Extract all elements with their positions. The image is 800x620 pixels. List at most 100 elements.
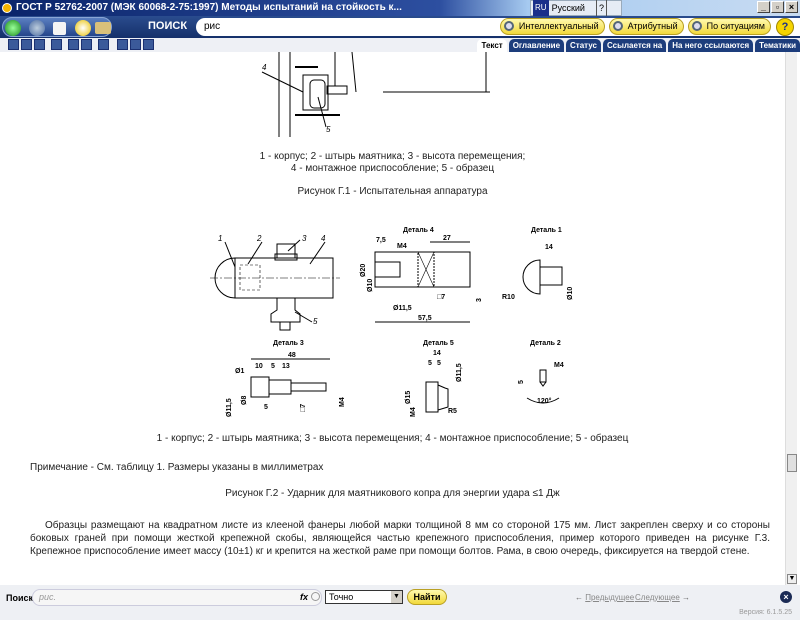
dim-label: 57,5: [418, 315, 432, 322]
archive-folder-icon[interactable]: [95, 22, 111, 34]
dim-label: R10: [502, 294, 515, 301]
dim-label: 5: [271, 363, 275, 370]
figure1-apparatus: 4 5: [261, 52, 490, 137]
assembly-label: 2: [256, 234, 262, 243]
arrow-left-icon: ←: [575, 593, 583, 602]
close-search-button[interactable]: ×: [780, 591, 792, 603]
magnifier-icon: [691, 21, 702, 31]
dim-label: 120°: [537, 397, 552, 405]
chevron-down-icon: ▼: [391, 591, 402, 603]
dim-label: Ø11,5: [456, 363, 463, 382]
dim-label: Ø11,5: [393, 305, 412, 312]
history-clock-icon[interactable]: [75, 20, 91, 36]
match-mode-select[interactable]: Точно▼: [325, 590, 403, 604]
nav-group: [2, 17, 112, 37]
language-bar[interactable]: RU Русский ?: [530, 0, 622, 17]
tab-topics[interactable]: Тематики: [755, 39, 800, 52]
assembly-label: 1: [218, 234, 222, 243]
assembly-label: 3: [302, 234, 307, 243]
dim-label: 14: [545, 244, 553, 251]
app-icon: [2, 3, 12, 13]
lang-name: Русский: [551, 3, 585, 13]
dim-label: Ø15: [405, 391, 412, 404]
tab-contents[interactable]: Оглавление: [508, 39, 565, 52]
copy-icon[interactable]: [51, 39, 62, 50]
forward-icon[interactable]: [29, 20, 45, 36]
formula-icon[interactable]: fx: [300, 592, 309, 602]
assembly-label: 4: [321, 234, 326, 243]
dim-label: 5: [428, 360, 432, 367]
scrollbar-thumb[interactable]: [787, 454, 797, 472]
dim-label: 13: [282, 363, 290, 370]
version-label: Версия: 6.1.5.25: [739, 609, 792, 616]
detail-title: Деталь 4: [403, 227, 434, 234]
find-button[interactable]: Найти: [407, 589, 447, 605]
save-icon[interactable]: [8, 39, 19, 50]
home-icon[interactable]: [53, 22, 66, 35]
detail-title: Деталь 5: [423, 340, 454, 347]
next-link[interactable]: Следующее →: [635, 593, 690, 602]
minimize-button[interactable]: _: [757, 1, 770, 13]
tab-references[interactable]: Ссылается на: [602, 39, 667, 52]
next-label: Следующее: [635, 593, 680, 602]
back-icon[interactable]: [5, 20, 21, 36]
help-button[interactable]: ?: [776, 18, 794, 36]
dim-label: 5: [437, 360, 441, 367]
magnifier-icon: [503, 21, 514, 31]
dim-label: 3: [476, 298, 483, 302]
dim-label: R5: [448, 408, 457, 415]
scroll-down-icon[interactable]: [143, 39, 154, 50]
detail-4: Деталь 4 7,5 M4 27 Ø20 Ø10 Ø11,5 □7 3 57…: [360, 227, 483, 323]
figure2-title: Рисунок Г.2 - Ударник для маятникового к…: [225, 488, 560, 499]
figure1-caption-line2: 4 - монтажное приспособление; 5 - образе…: [290, 163, 495, 174]
maximize-button[interactable]: ▫: [771, 1, 784, 13]
find-input[interactable]: рис.: [32, 589, 322, 606]
dim-label: 7,5: [376, 237, 386, 244]
dim-label: Ø8: [241, 396, 248, 405]
previous-link[interactable]: ← Предыдущее: [575, 593, 634, 602]
main-toolbar: ПОИСК рис Интеллектуальный Атрибутный По…: [0, 16, 800, 38]
figure2-caption: 1 - корпус; 2 - штырь маятника; 3 - высо…: [156, 433, 629, 444]
dim-label: M4: [554, 362, 564, 369]
add-bookmark-icon[interactable]: [81, 39, 92, 50]
dim-label: □7: [300, 404, 307, 412]
tab-text[interactable]: Текст: [477, 39, 507, 52]
assembly-label: 5: [313, 317, 318, 326]
clear-icon[interactable]: [311, 592, 320, 601]
export-icon[interactable]: [21, 39, 32, 50]
situation-search-button[interactable]: По ситуациям: [687, 18, 771, 35]
detail-title: Деталь 3: [273, 340, 304, 347]
find-in-doc-icon[interactable]: [98, 39, 109, 50]
body-paragraph: Образцы размещают на квадратном листе из…: [30, 520, 770, 557]
document-tabs: Текст Оглавление Статус Ссылается на На …: [477, 39, 800, 52]
button-label: Атрибутный: [627, 21, 678, 31]
search-label: ПОИСК: [148, 20, 188, 32]
figure1-title: Рисунок Г.1 - Испытательная аппаратура: [297, 186, 488, 197]
bottom-search-bar: Поиск: рис. fx Точно▼ Найти ← Предыдущее…: [0, 585, 800, 620]
tab-status[interactable]: Статус: [566, 39, 601, 52]
dim-label: Ø10: [367, 279, 374, 292]
scroll-down-arrow[interactable]: ▼: [787, 574, 797, 584]
window-title: ГОСТ Р 52762-2007 (МЭК 60068-2-75:1997) …: [16, 2, 402, 13]
attribute-search-button[interactable]: Атрибутный: [608, 18, 684, 35]
dim-label: 14: [433, 350, 441, 357]
detail-2: Деталь 2 M4 5 120°: [518, 340, 564, 405]
note: Примечание - См. таблицу 1. Размеры указ…: [30, 462, 324, 473]
scroll-up-icon[interactable]: [117, 39, 128, 50]
tab-referenced-by[interactable]: На него ссылаются: [668, 39, 754, 52]
intelligent-search-button[interactable]: Интеллектуальный: [499, 18, 605, 35]
dim-label: Ø1: [235, 368, 244, 375]
fig1-label: 4: [262, 63, 267, 72]
close-window-button[interactable]: ×: [785, 1, 798, 13]
dim-label: Ø10: [567, 287, 574, 300]
technical-drawing: 4 5 1 2 3 4 5 Деталь 4 7,5 M4 27 Ø20 Ø10…: [210, 52, 574, 417]
dim-label: M4: [397, 243, 407, 250]
print-icon[interactable]: [34, 39, 45, 50]
lang-help-icon[interactable]: ?: [595, 0, 607, 17]
assembly-view: 1 2 3 4 5: [210, 234, 340, 331]
vertical-scrollbar[interactable]: ▼: [785, 52, 797, 585]
dim-label: Ø20: [360, 264, 367, 277]
go-to-icon[interactable]: [130, 39, 141, 50]
find-label: Поиск:: [6, 593, 37, 603]
bookmark-icon[interactable]: [68, 39, 79, 50]
